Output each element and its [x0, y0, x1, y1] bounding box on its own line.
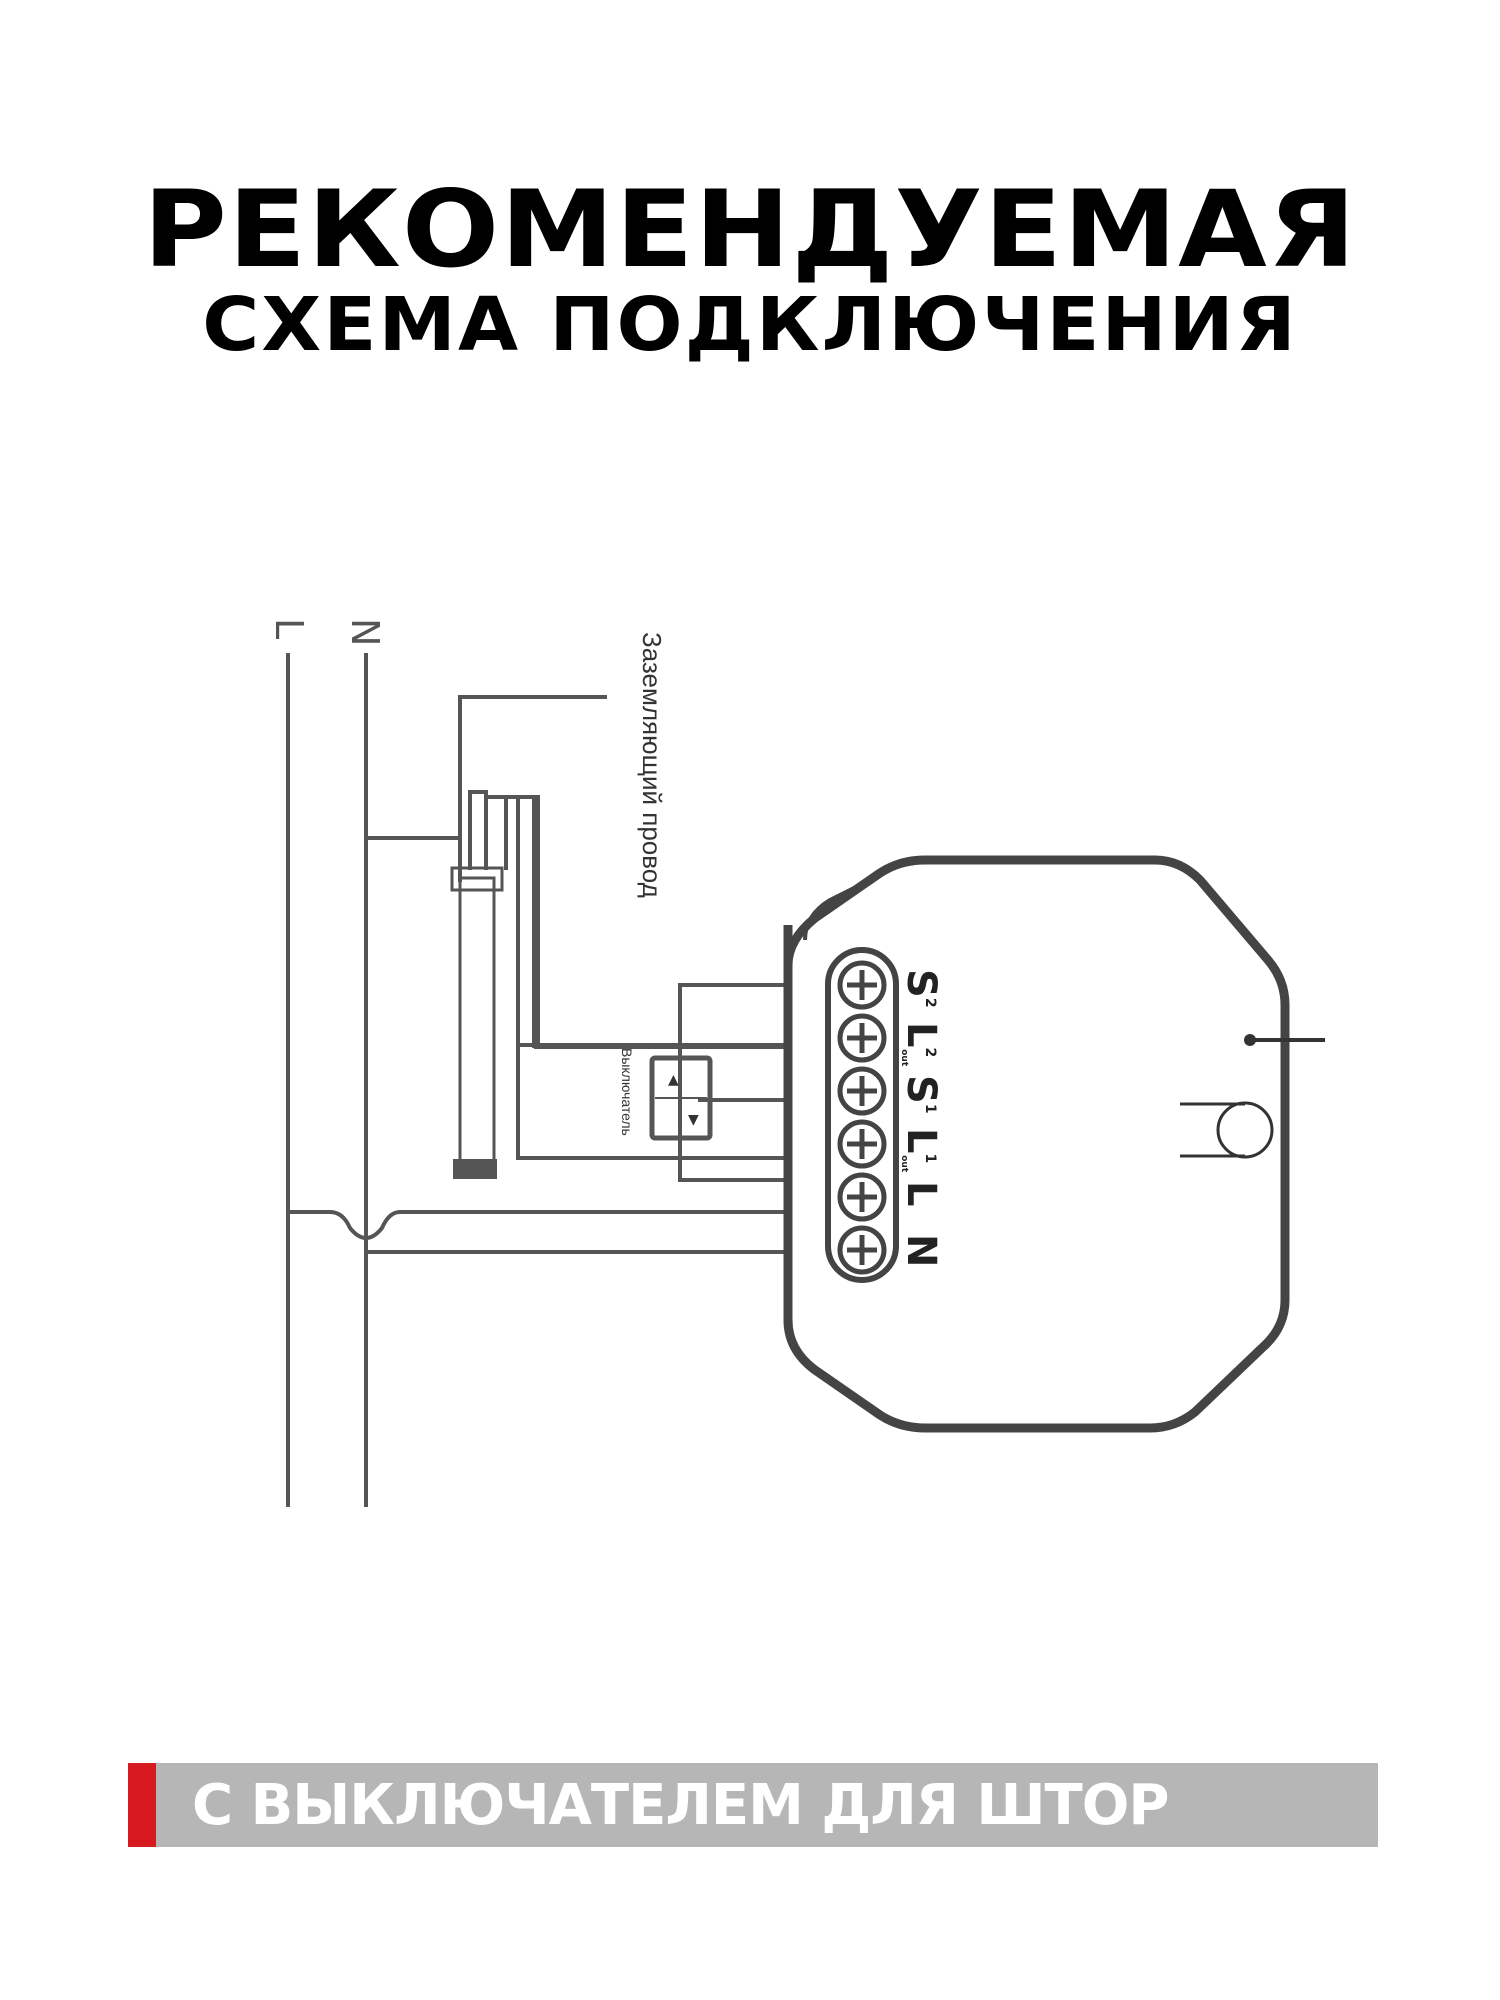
- switch-label: Выключатель: [619, 1048, 635, 1136]
- svg-text:▲: ▲: [668, 1072, 679, 1088]
- terminal-label: L1out: [898, 1128, 944, 1173]
- neutral-bus-label: N: [343, 618, 387, 646]
- terminal-screw: [837, 1066, 887, 1116]
- terminal-label: S1: [898, 1075, 944, 1114]
- caption-banner: С ВЫКЛЮЧАТЕЛЕМ ДЛЯ ШТОР: [128, 1763, 1378, 1847]
- ground-wire-leader: [458, 695, 607, 882]
- terminal-screw: [837, 1172, 887, 1222]
- terminal-block: [825, 947, 899, 1283]
- terminal-screw: [837, 1225, 887, 1275]
- terminal-label: S2: [898, 969, 944, 1008]
- title-line-1: РЕКОМЕНДУЕМАЯ: [142, 168, 1358, 291]
- terminal-screw: [837, 1119, 887, 1169]
- terminal-screws: [837, 960, 887, 1275]
- wire-s2: [678, 983, 787, 1182]
- ground-wire-label: Заземляющий провод: [637, 632, 667, 898]
- motor-wire-1: [468, 790, 488, 870]
- wire-motor-low: [516, 998, 787, 1160]
- relay-module: [783, 855, 1290, 1433]
- curtain-motor: [458, 876, 496, 1172]
- terminal-label: L2out: [898, 1022, 944, 1067]
- antenna-dot: [1244, 1034, 1256, 1046]
- terminal-screw: [837, 1013, 887, 1063]
- terminal-label: L: [898, 1181, 944, 1207]
- motor-end-cap: [450, 866, 504, 892]
- motor-base: [453, 1159, 497, 1179]
- pairing-button: [1216, 1101, 1274, 1159]
- svg-text:▼: ▼: [688, 1112, 699, 1128]
- banner-text: С ВЫКЛЮЧАТЕЛЕМ ДЛЯ ШТОР: [192, 1773, 1169, 1838]
- line-bus-label: L: [267, 618, 311, 639]
- curtain-switch: ▲ ▼: [649, 1055, 713, 1141]
- banner-accent-bar: [128, 1763, 156, 1847]
- terminal-screw: [837, 960, 887, 1010]
- title-line-2: СХЕМА ПОДКЛЮЧЕНИЯ: [202, 282, 1298, 368]
- terminal-label: N: [898, 1234, 944, 1267]
- wire-line-feed: [286, 1210, 787, 1240]
